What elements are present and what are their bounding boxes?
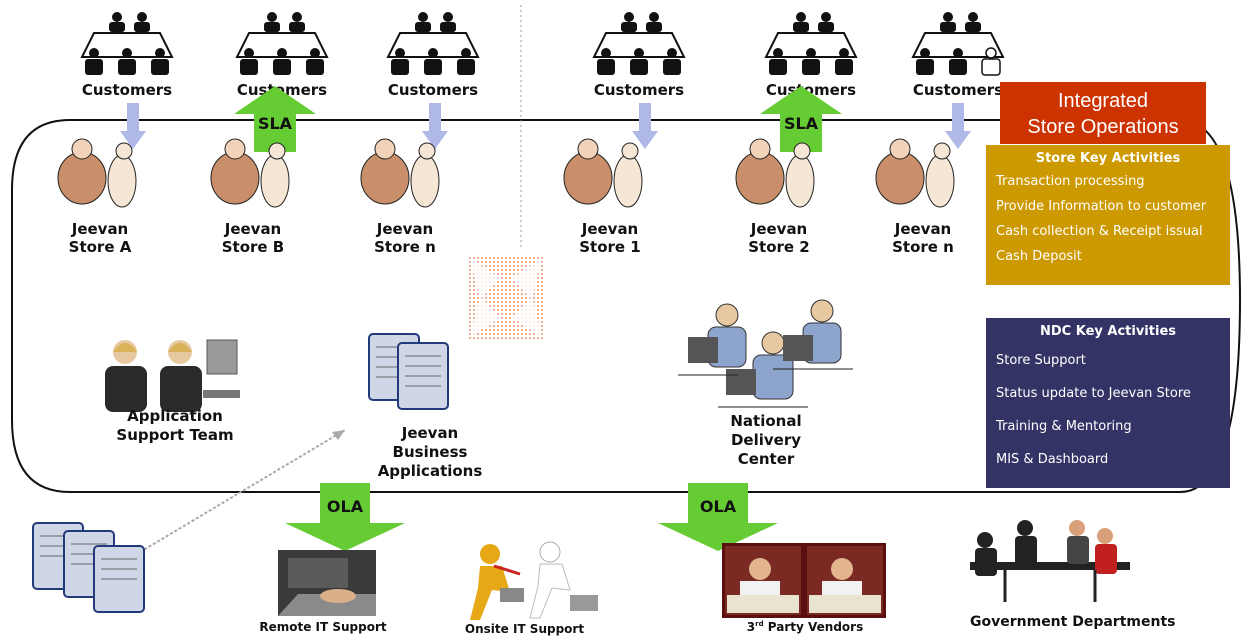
onsite-it-support-label: Onsite IT Support xyxy=(464,622,585,636)
ndc-key-activities-box: NDC Key Activities Store Support Status … xyxy=(986,318,1230,488)
store-agent-icon xyxy=(210,138,290,208)
customers-icon xyxy=(235,12,329,75)
customers-group-1: Customers xyxy=(72,5,182,99)
remote-it-support-label: Remote IT Support xyxy=(259,620,387,634)
ola-arrow-1: OLA xyxy=(285,483,405,551)
customers-label: Customers xyxy=(387,81,479,99)
customers-label: Customers xyxy=(236,81,328,99)
store-activity-item: Cash Deposit xyxy=(996,249,1082,264)
third-party-vendors-label: 3rd Party Vendors xyxy=(746,620,864,634)
down-arrow-icon xyxy=(658,483,778,551)
up-arrow-icon xyxy=(234,86,316,152)
store-activity-item: Transaction processing xyxy=(996,174,1145,189)
store-agent-icon xyxy=(57,138,137,208)
store-key-activities-title: Store Key Activities xyxy=(1035,151,1181,166)
store-agent-icon xyxy=(735,138,815,208)
ola-label: OLA xyxy=(326,497,364,516)
store-activity-item: Provide Information to customer xyxy=(996,199,1207,214)
customers-icon xyxy=(386,12,480,75)
ndc-key-activities-title: NDC Key Activities xyxy=(1040,324,1176,339)
ndc-activity-item: Status update to Jeevan Store xyxy=(996,386,1191,401)
customers-icon xyxy=(764,12,858,75)
third-party-vendors-image xyxy=(722,543,886,618)
down-arrow-icon xyxy=(422,103,448,149)
server-icon xyxy=(397,342,449,410)
ndc-activity-item: Store Support xyxy=(996,353,1086,368)
connection-line xyxy=(109,429,346,571)
sla-label: SLA xyxy=(257,114,293,133)
customers-label: Customers xyxy=(765,81,857,99)
down-arrow-icon xyxy=(632,103,658,149)
national-delivery-center-image xyxy=(678,299,853,408)
ndc-activity-item: Training & Mentoring xyxy=(996,419,1132,434)
application-support-team-image xyxy=(95,330,240,412)
sla-arrow-2: SLA xyxy=(760,86,842,152)
store-agent-icon xyxy=(875,138,955,208)
store-agent-icon xyxy=(563,138,643,208)
server-icon xyxy=(93,545,145,613)
store-activity-item: Cash collection & Receipt issual xyxy=(996,224,1203,239)
customers-icon xyxy=(911,12,1005,76)
sla-arrow-1: SLA xyxy=(234,86,316,152)
ola-label: OLA xyxy=(699,497,737,516)
ndc-activity-item: MIS & Dashboard xyxy=(996,452,1109,467)
customers-icon xyxy=(592,12,686,75)
remote-it-support-image xyxy=(278,550,376,616)
integrated-store-operations-title: Integrated Store Operations xyxy=(1000,82,1206,144)
customers-icon xyxy=(80,12,174,75)
customers-group-5: Customers xyxy=(756,5,866,99)
customers-label: Customers xyxy=(81,81,173,99)
down-arrow-icon xyxy=(945,103,971,149)
government-departments-image xyxy=(970,520,1130,602)
customers-group-3: Customers xyxy=(378,5,488,99)
customers-group-2: Customers xyxy=(227,5,337,99)
customers-label: Customers xyxy=(593,81,685,99)
down-arrow-icon xyxy=(120,103,146,149)
onsite-it-support-image xyxy=(470,541,598,620)
down-arrow-icon xyxy=(285,483,405,551)
store-agent-icon xyxy=(360,138,440,208)
customers-label: Customers xyxy=(912,81,1004,99)
government-departments-label: Government Departments xyxy=(970,614,1176,630)
ola-arrow-2: OLA xyxy=(658,483,778,551)
store-key-activities-box: Store Key Activities Transaction process… xyxy=(986,145,1230,285)
customers-group-6: Customers xyxy=(903,5,1013,99)
sla-label: SLA xyxy=(783,114,819,133)
customers-group-4: Customers xyxy=(584,5,694,99)
up-arrow-icon xyxy=(760,86,842,152)
